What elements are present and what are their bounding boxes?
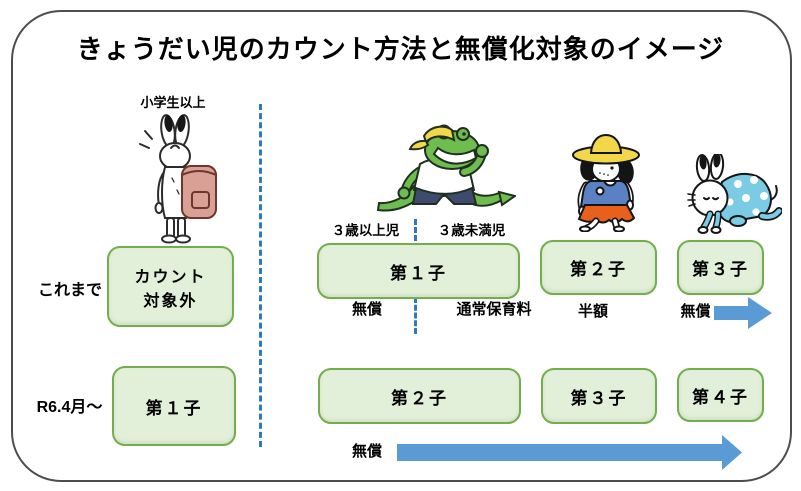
age-over3-label: ３歳以上児 — [331, 223, 400, 238]
row1-first-child-label: 第１子 — [390, 263, 447, 283]
fee-regular-label: 通常保育料 — [456, 301, 532, 318]
fee-free-all-label: 無償 — [351, 443, 382, 460]
count-excluded-box: カウント 対象外 — [107, 246, 234, 327]
row2-fourth-child-box: 第４子 — [677, 368, 764, 422]
row2-fourth-child-label: 第４子 — [692, 387, 749, 407]
diagram-title: きょうだい児のカウント方法と無償化対象のイメージ — [76, 34, 725, 64]
fee-half-label: 半額 — [577, 303, 608, 320]
row1-second-child-box: 第２子 — [540, 240, 657, 295]
age-under3-label: ３歳未満児 — [437, 223, 506, 238]
row2-second-child-label: 第２子 — [391, 388, 448, 408]
first-child-box-left-label: 第１子 — [145, 398, 203, 418]
fee-free-over3-label: 無償 — [351, 301, 382, 318]
count-excluded-line1: カウント — [134, 268, 207, 286]
section-divider-dashed-line — [259, 104, 262, 447]
fee-free-third-label: 無償 — [680, 303, 711, 320]
frog-running-in-cap-illustration — [376, 124, 516, 212]
row-after-label: R6.4月～ — [36, 399, 103, 416]
row1-third-child-label: 第３子 — [692, 260, 749, 279]
girl-in-yellow-hat-illustration — [572, 133, 640, 232]
free-arrow-short — [714, 297, 772, 329]
rabbit-with-school-backpack-illustration — [139, 114, 217, 244]
row1-first-child-box: 第１子 — [317, 243, 520, 299]
free-arrow-long — [397, 435, 742, 470]
row2-third-child-box: 第３子 — [541, 368, 657, 424]
first-child-box-left: 第１子 — [112, 366, 236, 446]
row-before-label: これまで — [37, 282, 102, 299]
row1-second-child-label: 第２子 — [570, 260, 627, 279]
count-excluded-line2: 対象外 — [143, 292, 198, 310]
row2-third-child-label: 第３子 — [570, 388, 628, 408]
baby-rabbit-crawling-illustration — [687, 154, 782, 234]
row1-third-child-box: 第３子 — [677, 240, 764, 295]
row2-second-child-box: 第２子 — [318, 368, 521, 424]
age-split-dashed-line-top — [414, 219, 417, 241]
age-split-dashed-line-bottom — [414, 297, 417, 334]
elementary-age-label: 小学生以上 — [140, 95, 206, 110]
